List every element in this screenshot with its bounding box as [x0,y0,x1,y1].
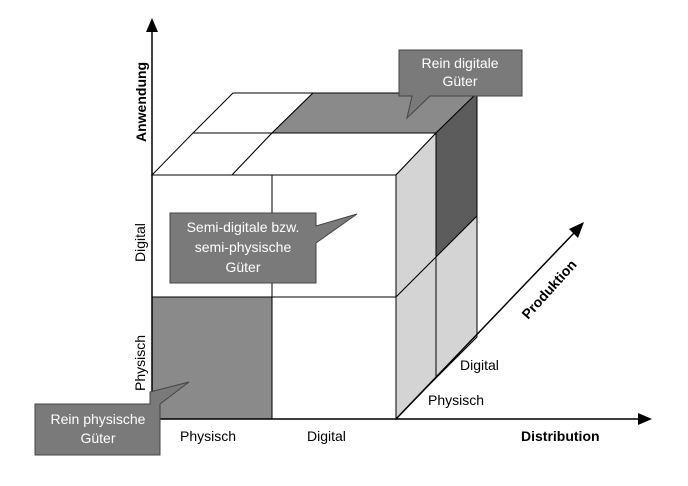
depth-axis-arrow [569,222,584,238]
side-lower-back [435,214,478,380]
svg-text:Rein digitale: Rein digitale [421,55,498,71]
svg-text:Rein physische: Rein physische [51,411,146,427]
svg-text:Güter: Güter [225,259,260,275]
depth-axis-title: Produktion [518,256,579,322]
depth-axis [395,232,575,420]
horizontal-axis-title: Distribution [521,428,600,444]
vertical-level-physisch: Physisch [132,335,148,391]
vertical-axis-title: Anwendung [133,62,149,142]
callout-semi-digitale: Semi-digitale bzw. semi-physische Güter [169,212,358,284]
svg-text:Semi-digitale bzw.: Semi-digitale bzw. [187,219,300,235]
front-lower-right [271,296,397,420]
horizontal-level-digital: Digital [307,428,346,444]
vertical-axis-arrow [146,18,158,32]
svg-text:Güter: Güter [80,430,115,446]
callout-rein-physische: Rein physische Güter [34,381,190,456]
depth-level-physisch: Physisch [428,392,484,408]
svg-text:Güter: Güter [442,73,477,89]
horizontal-level-physisch: Physisch [180,428,236,444]
horizontal-axis-arrow [638,413,652,425]
svg-text:semi-physische: semi-physische [195,239,292,255]
callout-rein-digitale: Rein digitale Güter [398,49,523,120]
vertical-level-digital: Digital [132,223,148,262]
front-lower-left [151,296,273,420]
depth-level-digital: Digital [460,357,499,373]
